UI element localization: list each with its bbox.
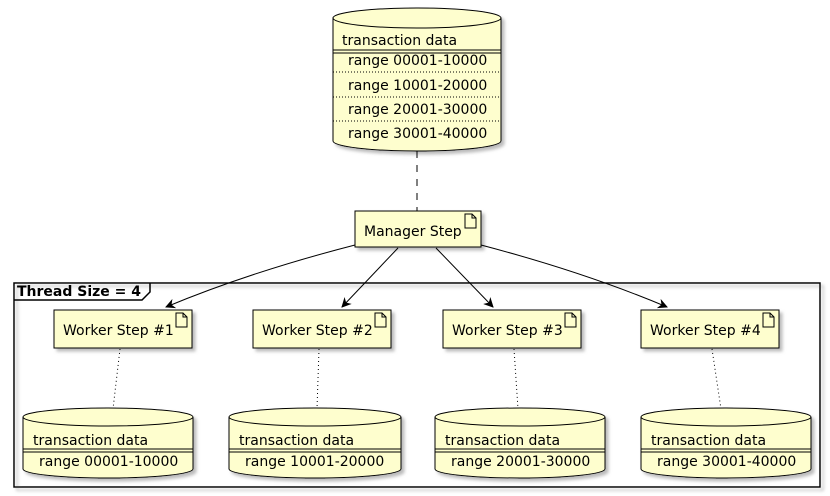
top-db-range-2: range 10001-20000	[348, 78, 487, 94]
worker-step-1: Worker Step #1	[53, 309, 193, 349]
file-icon	[464, 213, 477, 229]
arrow-to-worker-3	[435, 247, 494, 308]
worker-4-db-title: transaction data	[651, 433, 766, 449]
worker-2-database: transaction data range 10001-20000	[228, 407, 402, 479]
worker-2-db-title: transaction data	[239, 433, 354, 449]
worker-step-3: Worker Step #3	[442, 309, 582, 349]
top-db-title: transaction data	[342, 33, 457, 49]
file-icon	[564, 312, 577, 328]
file-icon	[175, 312, 188, 328]
file-icon	[762, 312, 775, 328]
worker-step-4: Worker Step #4	[640, 309, 780, 349]
worker-1-db-range: range 00001-10000	[39, 454, 178, 470]
worker-3-database: transaction data range 20001-30000	[434, 407, 606, 479]
worker-step-4-label: Worker Step #4	[650, 323, 761, 339]
worker-2-db-range: range 10001-20000	[245, 454, 384, 470]
manager-step-node: Manager Step	[354, 210, 482, 248]
arrow-to-worker-1	[165, 244, 356, 309]
top-database-content: transaction data range 00001-10000 range…	[333, 33, 501, 142]
worker-step-2-label: Worker Step #2	[262, 323, 373, 339]
top-database	[332, 7, 502, 152]
worker-4-database: transaction data range 30001-40000	[640, 407, 812, 479]
worker-1-database: transaction data range 00001-10000	[22, 407, 194, 479]
frame-title: Thread Size = 4	[17, 284, 141, 300]
worker-4-db-link	[711, 348, 722, 410]
worker-3-db-link	[513, 348, 519, 410]
worker-step-3-label: Worker Step #3	[452, 323, 563, 339]
file-icon	[374, 312, 387, 328]
arrow-to-worker-2	[341, 247, 399, 308]
worker-step-2: Worker Step #2	[252, 309, 392, 349]
top-db-range-4: range 30001-40000	[348, 126, 487, 142]
arrow-to-worker-4	[480, 244, 668, 309]
manager-worker-arrows	[165, 244, 668, 309]
manager-step-label: Manager Step	[364, 224, 462, 240]
worker-3-db-range: range 20001-30000	[451, 454, 590, 470]
worker-3-db-title: transaction data	[445, 433, 560, 449]
worker-1-db-title: transaction data	[33, 433, 148, 449]
worker-step-1-label: Worker Step #1	[63, 323, 174, 339]
worker-2-db-link	[316, 348, 320, 410]
thread-frame: Thread Size = 4	[13, 282, 821, 488]
top-db-range-3: range 20001-30000	[348, 102, 487, 118]
worker-4-db-range: range 30001-40000	[657, 454, 796, 470]
worker-1-db-link	[112, 348, 121, 410]
top-db-range-1: range 00001-10000	[348, 53, 487, 69]
